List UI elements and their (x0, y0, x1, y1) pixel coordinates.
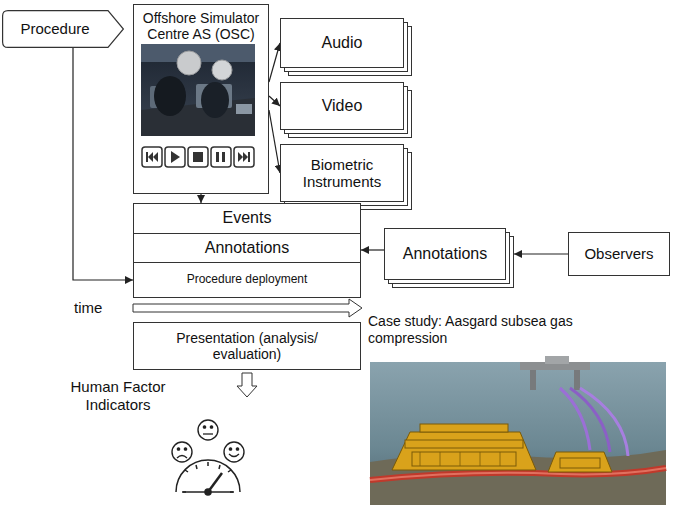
subsea-illustration (370, 356, 666, 505)
caption-label: Case study: Aasgard subsea gas compressi… (368, 313, 630, 347)
node-text: Procedure deployment (187, 273, 308, 287)
connector-arrow (73, 48, 133, 280)
indicator-label: Human Factor Indicators (68, 378, 168, 414)
simulator-photo (141, 44, 255, 136)
annotation-box: Annotations (384, 228, 506, 280)
procedure-tag: Procedure (2, 10, 124, 48)
data-stream-box: Video (280, 82, 404, 130)
node-text: Presentation (analysis/ evaluation) (162, 330, 332, 362)
smiley-icons (172, 420, 244, 462)
node-text: Procedure (20, 20, 89, 37)
data-stream-box: Biometric Instruments (280, 144, 404, 202)
node-text: Offshore Simulator Centre AS (OSC) (139, 10, 263, 42)
connector-arrow (269, 96, 280, 106)
node-text: Observers (584, 245, 653, 262)
node-text: Audio (322, 34, 363, 52)
connector-arrow (361, 249, 384, 250)
node-text: Events (223, 209, 272, 227)
gauge-icon (176, 460, 240, 495)
smiley-faces (177, 426, 239, 458)
hollow-down-arrow (237, 373, 257, 397)
connector-arrow (269, 43, 280, 82)
node-text: Biometric Instruments (287, 156, 397, 191)
timeline-band: Procedure deployment (133, 262, 361, 298)
timeline-band: Events (133, 203, 361, 234)
time-arrow (133, 299, 362, 317)
connector-arrow (514, 253, 568, 254)
node-text: Annotations (403, 245, 488, 263)
axis-label: time (74, 299, 124, 317)
media-controls (142, 147, 254, 167)
timeline-band: Annotations (133, 233, 361, 263)
media-icons (146, 151, 250, 163)
connector-arrow (200, 194, 201, 203)
observer-box: Observers (568, 232, 670, 276)
presentation-box: Presentation (analysis/ evaluation) (133, 322, 361, 370)
connector-arrow (269, 110, 280, 173)
node-text: Video (322, 97, 363, 115)
node-text: Annotations (205, 239, 290, 257)
data-stream-box: Audio (280, 18, 404, 68)
simulator-box: Offshore Simulator Centre AS (OSC) (133, 4, 269, 194)
